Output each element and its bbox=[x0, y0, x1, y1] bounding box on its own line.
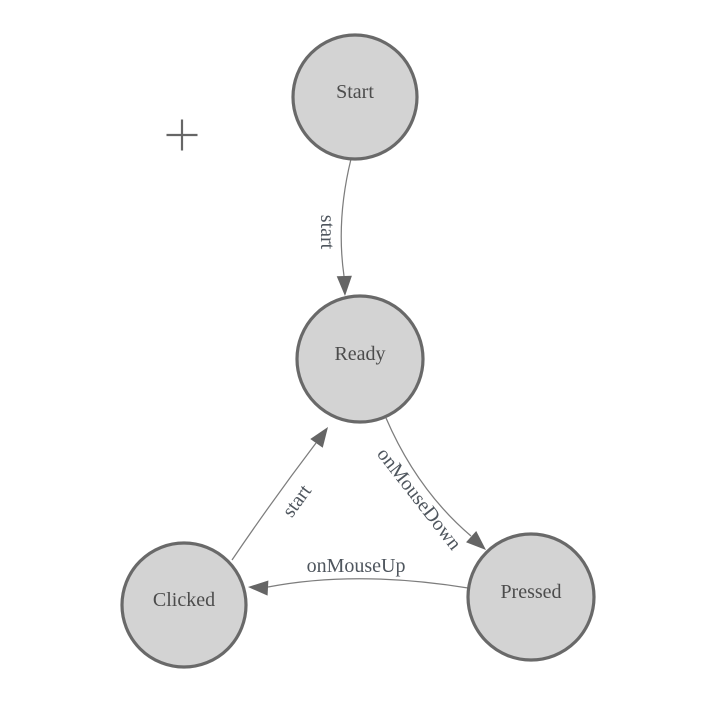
node-label: Ready bbox=[334, 343, 385, 365]
state-node-clicked[interactable]: Clicked bbox=[120, 541, 248, 669]
node-circle[interactable] bbox=[291, 33, 419, 161]
node-circle[interactable] bbox=[466, 532, 596, 662]
node-label: Pressed bbox=[500, 581, 561, 603]
edge-line[interactable] bbox=[231, 442, 317, 561]
arrowhead-icon bbox=[248, 580, 269, 596]
state-node-ready[interactable]: Ready bbox=[295, 294, 425, 424]
edge-label: onMouseUp bbox=[307, 555, 406, 577]
transition-start-to-ready[interactable]: start bbox=[316, 158, 353, 296]
edge-line[interactable] bbox=[267, 578, 469, 589]
edge-label: onMouseDown bbox=[372, 444, 465, 555]
node-label: Start bbox=[336, 81, 374, 103]
edge-line[interactable] bbox=[340, 158, 352, 277]
node-label: Clicked bbox=[153, 589, 215, 611]
node-circle[interactable] bbox=[295, 294, 425, 424]
transition-pressed-to-clicked[interactable]: onMouseUp bbox=[248, 555, 469, 596]
edge-label: start bbox=[316, 215, 338, 250]
state-node-pressed[interactable]: Pressed bbox=[466, 532, 596, 662]
arrowhead-icon bbox=[310, 427, 328, 448]
transition-ready-to-pressed[interactable]: onMouseDown bbox=[372, 417, 491, 556]
state-node-start[interactable]: Start bbox=[291, 33, 419, 161]
plus-crosshair-icon bbox=[166, 119, 198, 151]
arrowhead-icon bbox=[466, 530, 486, 550]
arrowhead-icon bbox=[336, 275, 352, 296]
edge-line[interactable] bbox=[385, 417, 472, 537]
node-circle[interactable] bbox=[120, 541, 248, 669]
transition-clicked-to-ready[interactable]: start bbox=[231, 423, 334, 561]
